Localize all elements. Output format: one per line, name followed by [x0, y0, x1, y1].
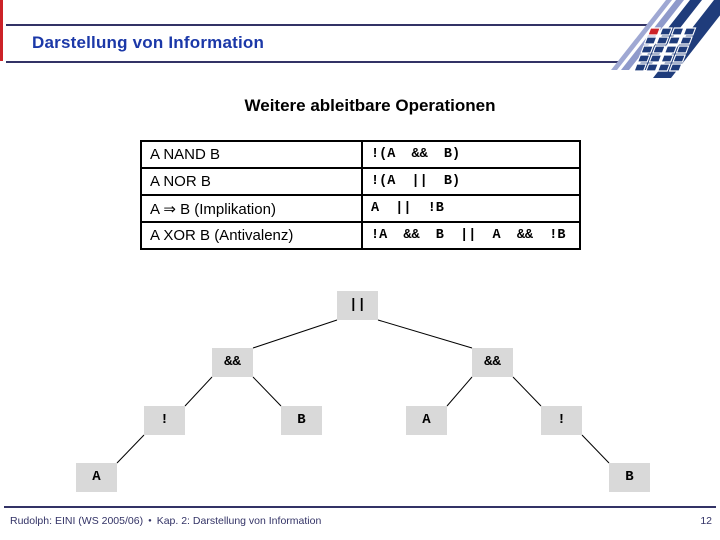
red-accent-bar [0, 0, 3, 61]
table-row: A XOR B (Antivalenz) !A && B || A && !B [140, 221, 581, 250]
tree-edge [581, 434, 610, 464]
university-logo-icon [611, 0, 720, 78]
footer-bullet-icon: ● [148, 518, 152, 524]
table-cell-expr: !(A || B) [361, 167, 581, 196]
footer-rule [4, 506, 716, 508]
tree-edge [252, 319, 338, 349]
table-cell-op: A ⇒ B (Implikation) [140, 194, 363, 223]
tree-node-a-right: A [406, 406, 447, 435]
tree-edge [252, 376, 282, 407]
tree-edge [446, 376, 473, 407]
tree-node-and-right: && [472, 348, 513, 377]
tree-node-and-left: && [212, 348, 253, 377]
page-title: Darstellung von Information [32, 33, 265, 52]
table-row: A NOR B !(A || B) [140, 167, 581, 196]
tree-edge [512, 376, 542, 407]
header-bottom-rule [6, 61, 618, 63]
table-cell-op: A NOR B [140, 167, 363, 196]
page-number: 12 [700, 515, 712, 527]
table-cell-expr: A || !B [361, 194, 581, 223]
table-cell-expr: !A && B || A && !B [361, 221, 581, 250]
tree-edge [377, 319, 473, 349]
header-top-rule [6, 24, 648, 26]
tree-edge [184, 376, 213, 407]
operations-table: A NAND B !(A && B) A NOR B !(A || B) A ⇒… [140, 140, 581, 250]
tree-node-not-left: ! [144, 406, 185, 435]
logo-tile-grid [633, 27, 697, 72]
table-cell-op: A NAND B [140, 140, 363, 169]
footer-chapter: Kap. 2: Darstellung von Information [156, 515, 322, 527]
tree-node-a-leaf: A [76, 463, 117, 492]
tree-node-b-left: B [281, 406, 322, 435]
slide-title: Weitere ableitbare Operationen [244, 96, 496, 115]
footer-caption: Rudolph: EINI (WS 2005/06) ● Kap. 2: Darst… [10, 515, 321, 527]
tree-node-or-root: || [337, 291, 378, 320]
logo-red-tile [647, 27, 661, 36]
tree-edge [116, 434, 145, 464]
table-row: A NAND B !(A && B) [140, 140, 581, 169]
table-row: A ⇒ B (Implikation) A || !B [140, 194, 581, 223]
table-cell-op: A XOR B (Antivalenz) [140, 221, 363, 250]
footer-course: Rudolph: EINI (WS 2005/06) [10, 515, 144, 527]
table-cell-expr: !(A && B) [361, 140, 581, 169]
tree-node-not-right: ! [541, 406, 582, 435]
tree-node-b-leaf: B [609, 463, 650, 492]
